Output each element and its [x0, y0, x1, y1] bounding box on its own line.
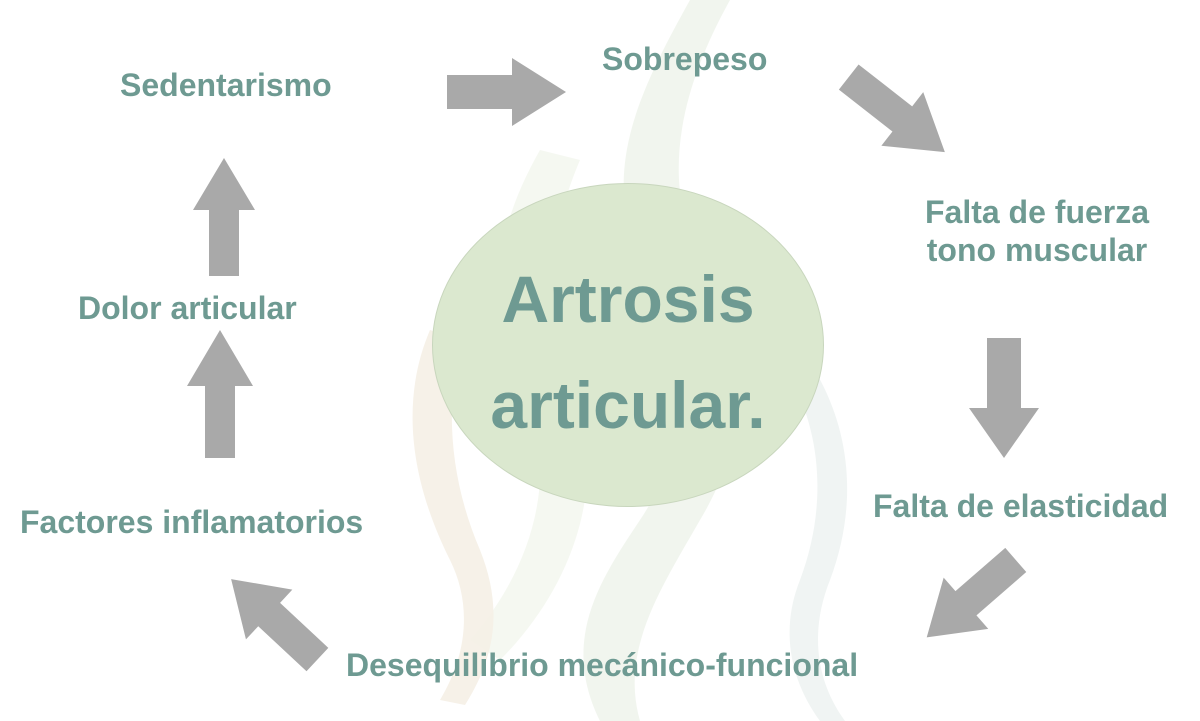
arrow-up-icon — [187, 330, 253, 458]
center-title-line-2: articular. — [490, 368, 766, 442]
node-factores-inflamatorios: Factores inflamatorios — [20, 504, 364, 540]
arrow-right-icon — [447, 58, 566, 126]
node-falta-de-fuerza-line-2: tono muscular — [926, 232, 1148, 268]
node-desequilibrio: Desequilibrio mecánico-funcional — [346, 647, 859, 683]
node-falta-de-elasticidad: Falta de elasticidad — [873, 488, 1169, 524]
arrow-up-left-icon — [231, 579, 329, 672]
node-falta-de-fuerza: Falta de fuerza tono muscular — [912, 193, 1162, 269]
arrow-down-right-icon — [838, 64, 945, 153]
node-sobrepeso: Sobrepeso — [602, 41, 768, 77]
node-dolor-articular: Dolor articular — [78, 290, 297, 326]
arrow-down-icon — [969, 338, 1039, 458]
arrow-up-icon — [193, 158, 255, 276]
center-circle — [432, 183, 824, 507]
node-sedentarismo: Sedentarismo — [120, 67, 332, 103]
arrow-down-left-icon — [926, 547, 1027, 638]
node-falta-de-fuerza-line-1: Falta de fuerza — [924, 194, 1150, 230]
center-title-line-1: Artrosis — [501, 262, 755, 336]
